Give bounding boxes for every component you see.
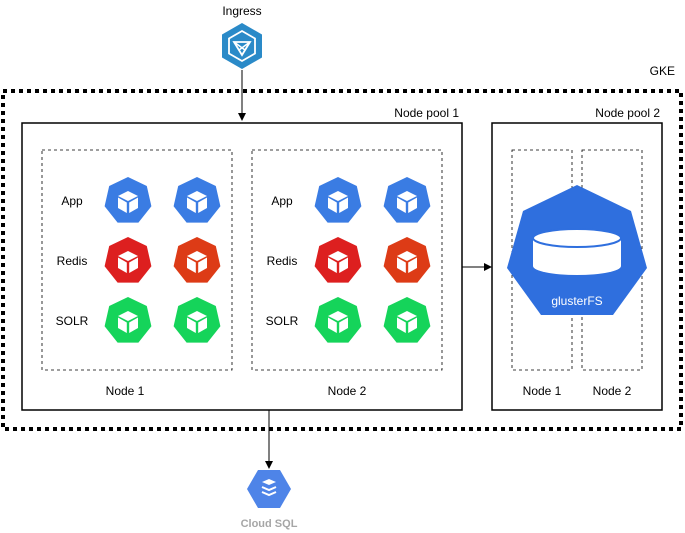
pod-cube-right	[339, 317, 348, 333]
ingress-label: Ingress	[222, 4, 262, 18]
gke-cluster-boundary	[1, 89, 683, 431]
pool2-node1-label: Node 1	[522, 384, 562, 398]
ingress-hexagon	[222, 23, 262, 69]
pod-cube-left	[397, 197, 406, 213]
pod-cube-right	[198, 197, 207, 213]
pod-cube-top	[118, 191, 138, 201]
pod-cube-right	[129, 317, 138, 333]
pod-cube-top	[397, 251, 417, 261]
pool1-node1-box	[41, 149, 233, 371]
pool1-node2-row-solr-label: SOLR	[265, 314, 299, 328]
pod-cube-right	[339, 197, 348, 213]
kubernetes-pod-icon-redis-node1-2	[173, 237, 221, 283]
pod-cube-right	[408, 257, 417, 273]
pod-cube-top	[397, 311, 417, 321]
ingress-icon	[222, 23, 262, 69]
pod-cube-right	[408, 197, 417, 213]
cloud-sql-label: Cloud SQL	[240, 518, 298, 530]
pod-cube-left	[397, 257, 406, 273]
pool1-node2-row-app-label: App	[271, 194, 293, 208]
pod-cube-left	[118, 197, 127, 213]
pod-cube-top	[187, 311, 207, 321]
pool1-node1-row-redis-label: Redis	[56, 254, 88, 268]
pod-cube-left	[187, 317, 196, 333]
ingress-line-a	[233, 41, 246, 51]
kubernetes-pod-icon-redis-node1-1	[104, 237, 152, 283]
kubernetes-pod-icon-app-node2-2	[383, 177, 431, 223]
pod-cube-top	[328, 311, 348, 321]
pod-cube-right	[198, 257, 207, 273]
cloud-sql-icon	[247, 470, 291, 508]
pod-cube-left	[328, 197, 337, 213]
pool1-node2-box	[251, 149, 443, 371]
kubernetes-pod-icon-redis-node2-1	[314, 237, 362, 283]
pod-cube-top	[187, 251, 207, 261]
pod-cube-top	[118, 311, 138, 321]
pool1-node2-row-redis-label: Redis	[266, 254, 298, 268]
pod-cube-right	[129, 197, 138, 213]
pods-layer	[104, 177, 431, 343]
ingress-line-b	[238, 41, 251, 51]
pod-cube-left	[118, 257, 127, 273]
pool1-node1-label: Node 1	[105, 384, 145, 398]
pool1-node2-label: Node 2	[327, 384, 367, 398]
pool1-node1-row-solr-label: SOLR	[55, 314, 89, 328]
pod-cube-right	[408, 317, 417, 333]
node-pool-1-label: Node pool 1	[394, 106, 459, 120]
pod-cube-left	[118, 317, 127, 333]
kubernetes-pod-icon-solr-node1-2	[173, 297, 221, 343]
pod-cube-right	[339, 257, 348, 273]
kubernetes-pod-icon-app-node2-1	[314, 177, 362, 223]
kubernetes-pod-icon-solr-node2-1	[314, 297, 362, 343]
ingress-triangle	[232, 41, 252, 57]
glusterfs-storage-icon	[507, 185, 647, 315]
pool2-node2-label: Node 2	[592, 384, 632, 398]
pod-cube-left	[397, 317, 406, 333]
pod-cube-left	[187, 257, 196, 273]
gke-label: GKE	[649, 64, 675, 78]
pod-cube-top	[187, 191, 207, 201]
glusterfs-cylinder-top	[532, 228, 622, 248]
pod-cube-top	[328, 191, 348, 201]
cloudsql-layer-1	[262, 479, 276, 485]
kubernetes-pod-icon-solr-node2-2	[383, 297, 431, 343]
kubernetes-pod-icon-redis-node2-2	[383, 237, 431, 283]
kubernetes-pod-icon-solr-node1-1	[104, 297, 152, 343]
pod-cube-left	[328, 257, 337, 273]
pod-cube-top	[397, 191, 417, 201]
glusterfs-label: glusterFS	[551, 294, 603, 308]
kubernetes-pod-icon-app-node1-2	[173, 177, 221, 223]
cloudsql-layer-2	[261, 486, 277, 492]
pool1-node1-row-app-label: App	[61, 194, 83, 208]
pod-cube-left	[328, 317, 337, 333]
pod-cube-right	[129, 257, 138, 273]
pod-cube-left	[187, 197, 196, 213]
cloudsql-layer-3	[261, 491, 277, 497]
glusterfs-cylinder-body	[533, 238, 621, 275]
node-pool-2-label: Node pool 2	[595, 106, 660, 120]
pod-cube-top	[118, 251, 138, 261]
pod-cube-top	[328, 251, 348, 261]
pod-cube-right	[198, 317, 207, 333]
ingress-inner-hexagon	[228, 29, 256, 63]
kubernetes-pod-icon-app-node1-1	[104, 177, 152, 223]
